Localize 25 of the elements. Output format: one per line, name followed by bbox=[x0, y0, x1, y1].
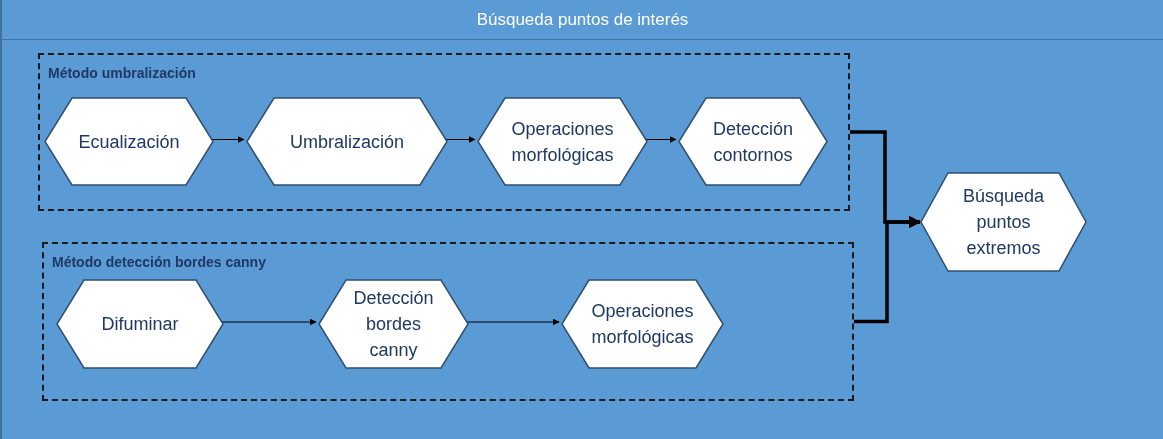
arrow bbox=[466, 318, 560, 326]
group-title: Método umbralización bbox=[48, 64, 196, 83]
hexagon-step bbox=[56, 279, 224, 369]
hexagon-step bbox=[920, 172, 1087, 272]
arrow bbox=[854, 216, 922, 324]
step-label: Detección contornos bbox=[711, 117, 794, 167]
step-label: Operaciones morfológicas bbox=[590, 300, 695, 349]
frame-title: Búsqueda puntos de interés bbox=[476, 8, 689, 31]
arrow bbox=[445, 136, 476, 143]
step-label: Búsqueda puntos extremos bbox=[961, 185, 1046, 260]
group-title: Método detección bordes canny bbox=[52, 253, 266, 272]
step-label: Ecualización bbox=[77, 130, 181, 154]
hexagon-step bbox=[477, 97, 648, 186]
dashed-group bbox=[38, 53, 850, 211]
step-label: Difuminar bbox=[100, 313, 180, 336]
hexagon-step bbox=[678, 97, 828, 186]
step-label: Detección bordes canny bbox=[352, 287, 435, 362]
step-label: Umbralización bbox=[288, 130, 405, 154]
hexagon-step bbox=[318, 279, 469, 369]
hexagon-step bbox=[246, 97, 448, 186]
step-label: Operaciones morfológicas bbox=[510, 117, 615, 167]
hexagon-step bbox=[561, 279, 724, 369]
dashed-group bbox=[42, 242, 854, 401]
hexagon-step bbox=[44, 97, 214, 186]
arrow bbox=[221, 318, 317, 326]
